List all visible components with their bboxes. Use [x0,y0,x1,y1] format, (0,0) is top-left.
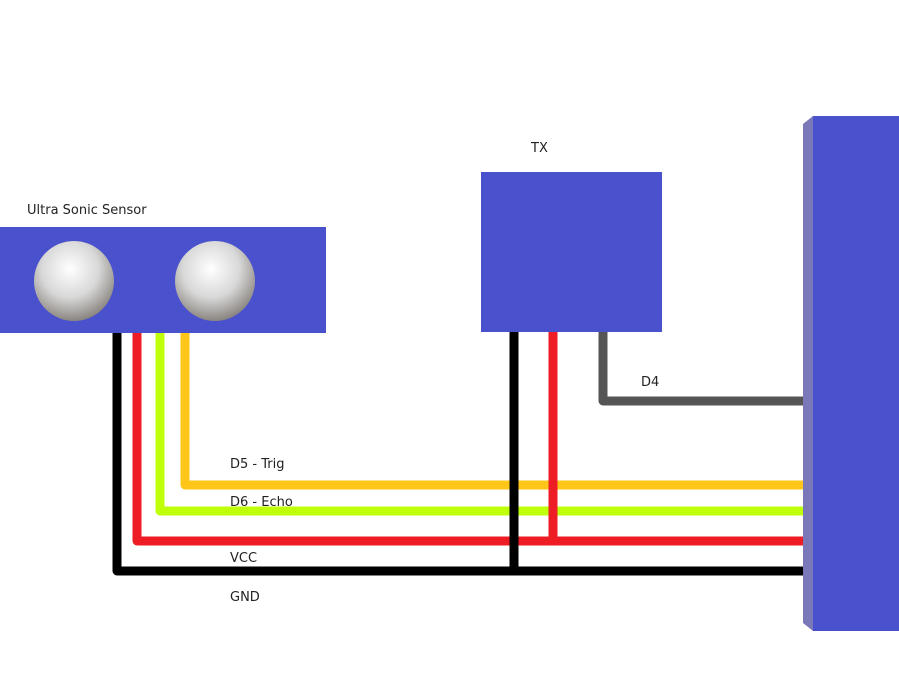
label-vcc: VCC [230,551,257,566]
microcontroller-board[interactable] [813,116,899,631]
board-side [803,116,813,631]
tx-label: TX [530,141,548,156]
label-gnd: GND [230,590,260,605]
wire-echo [155,333,803,516]
sensor-label: Ultra Sonic Sensor [27,203,147,218]
sensor-transducer-left [34,241,114,321]
sensor-transducer-right [175,241,255,321]
wire-vcc [132,333,803,546]
wire-trig [180,333,803,490]
label-echo: D6 - Echo [230,495,293,510]
tx-module[interactable] [481,172,662,332]
wire-gnd [112,333,803,576]
label-trig: D5 - Trig [230,457,284,472]
label-d4: D4 [641,375,659,390]
wire-d4 [598,332,803,406]
